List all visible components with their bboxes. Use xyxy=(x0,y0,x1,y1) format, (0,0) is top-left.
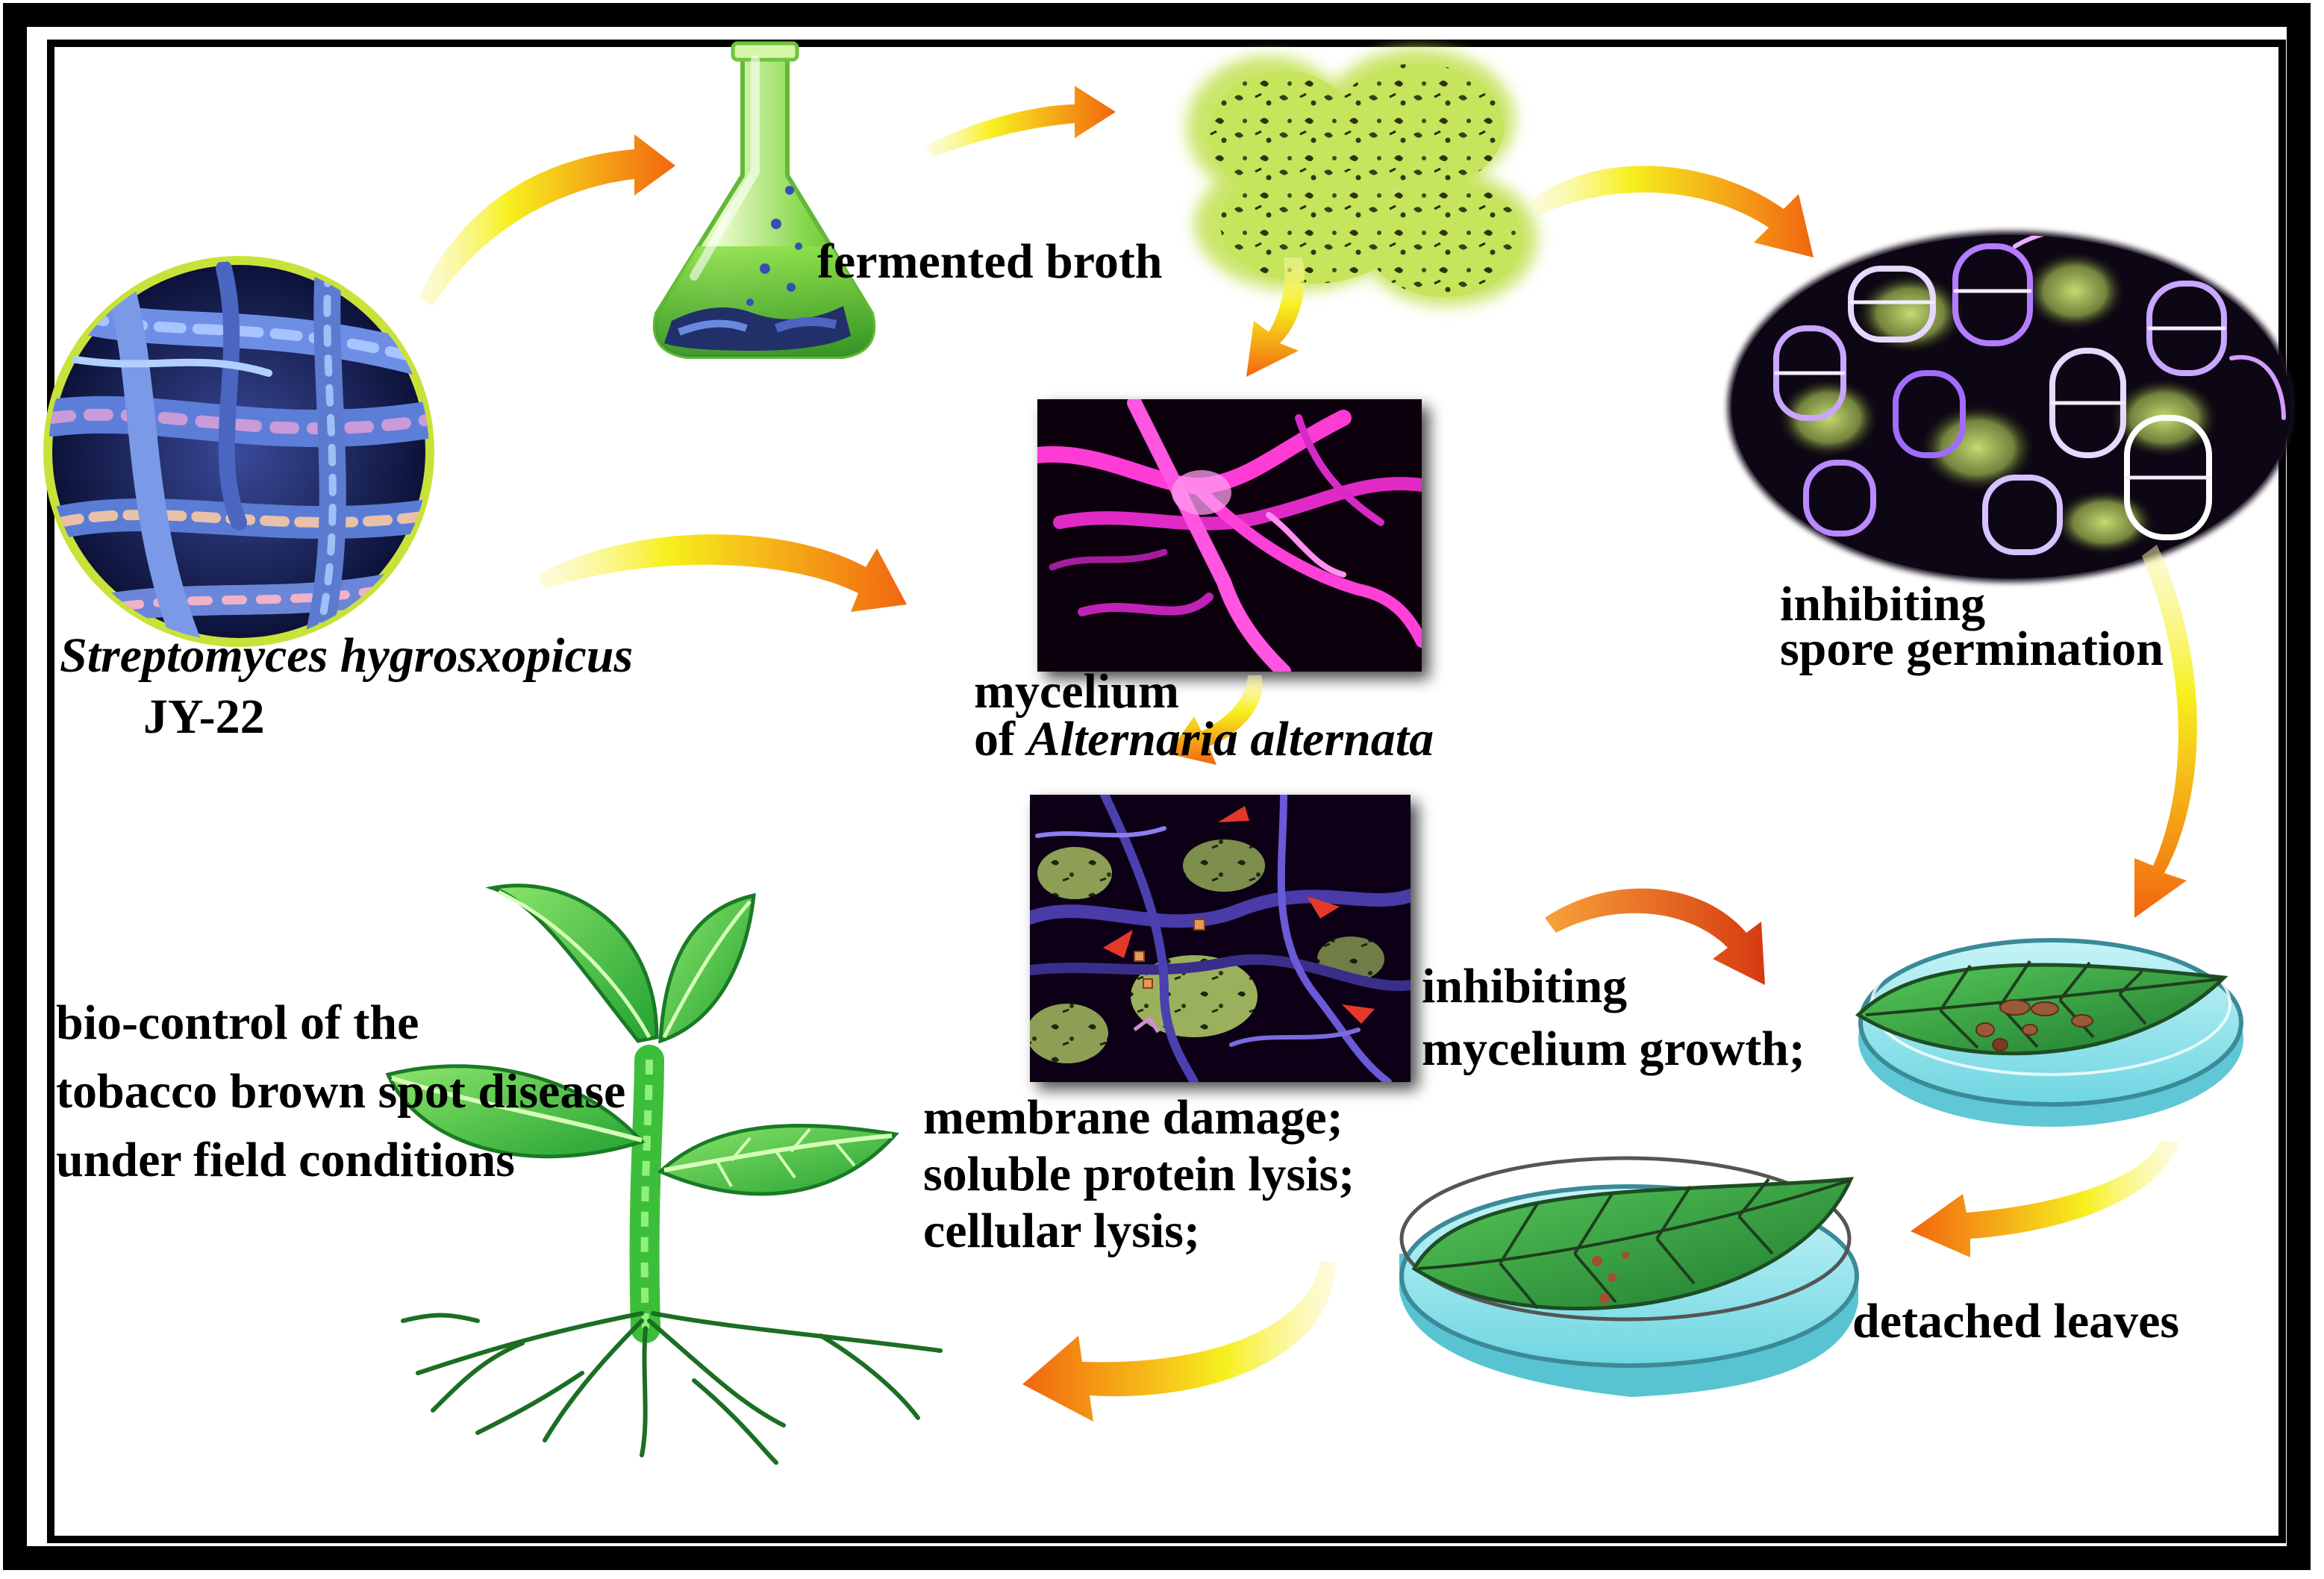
biocontrol-text-2: tobacco brown spot disease xyxy=(56,1064,626,1119)
arrow-flask-to-spores xyxy=(925,86,1116,157)
growth-text-1: inhibiting xyxy=(1422,959,1628,1013)
damage-text-2: soluble protein lysis; xyxy=(923,1147,1355,1201)
mycelium-label: mycelium of Alternaria alternata xyxy=(974,664,1434,764)
biocontrol-text-3: under field conditions xyxy=(56,1133,515,1187)
arrow-strep-to-flask xyxy=(418,134,675,306)
damage-text-3: cellular lysis; xyxy=(923,1204,1200,1258)
spore-cluster-icon xyxy=(1187,49,1537,306)
arrow-germination-to-petri xyxy=(2134,545,2197,918)
arrow-strep-to-mycelium xyxy=(537,534,907,612)
mycelium-text-1: mycelium xyxy=(974,664,1179,719)
mycelium-of: of xyxy=(974,712,1028,766)
arrow-petri-to-detached xyxy=(1911,1142,2179,1257)
damaged-mycelium-icon xyxy=(1030,795,1411,1082)
arrow-damaged-to-petri xyxy=(1545,888,1765,985)
arrow-mycelium-to-damaged xyxy=(1168,675,1263,765)
damage-label: membrane damage; soluble protein lysis; … xyxy=(923,1089,1355,1260)
biocontrol-text-1: bio-control of the xyxy=(56,995,419,1050)
fermented-broth-text: fermented broth xyxy=(817,234,1163,289)
arrow-spores-to-germination xyxy=(1530,166,1814,257)
mycelium-micrograph-icon xyxy=(1037,399,1422,672)
spore-germination-label: inhibiting spore germination xyxy=(1780,577,2164,676)
mycelium-text-2: of Alternaria alternata xyxy=(974,715,1434,764)
organism-strain: JY-22 xyxy=(143,690,265,744)
outer-frame xyxy=(3,3,2311,1570)
damage-text-1: membrane damage; xyxy=(923,1090,1343,1145)
detached-text: detached leaves xyxy=(1852,1294,2180,1348)
pathogen-name: Alternaria alternata xyxy=(1027,712,1434,766)
detached-leaves-label: detached leaves xyxy=(1852,1291,2179,1352)
petri-dish-leaf-icon xyxy=(1855,931,2243,1127)
organism-label: Streptomyces hygrosxopicus JY-22 xyxy=(60,625,633,748)
seedling-icon xyxy=(385,884,943,1465)
arrow-spores-to-mycelium xyxy=(1246,257,1305,377)
organism-name: Streptomyces hygrosxopicus xyxy=(60,628,634,683)
biocontrol-label: bio-control of the tobacco brown spot di… xyxy=(56,989,625,1195)
growth-text-2: mycelium growth; xyxy=(1422,1022,1805,1076)
fermented-broth-label: fermented broth xyxy=(817,231,1163,293)
spore-text-1: inhibiting xyxy=(1780,577,1986,631)
petri-dish-leaf-icon xyxy=(1399,1156,1859,1397)
arrow-detached-to-plant xyxy=(1022,1261,1336,1422)
mycelium-growth-label: inhibiting mycelium growth; xyxy=(1422,955,1805,1081)
streptomyces-micrograph-icon xyxy=(43,256,434,647)
germinating-spores-icon xyxy=(1728,231,2295,582)
erlenmeyer-flask-icon xyxy=(652,41,876,359)
spore-text-2: spore germination xyxy=(1780,622,2164,676)
